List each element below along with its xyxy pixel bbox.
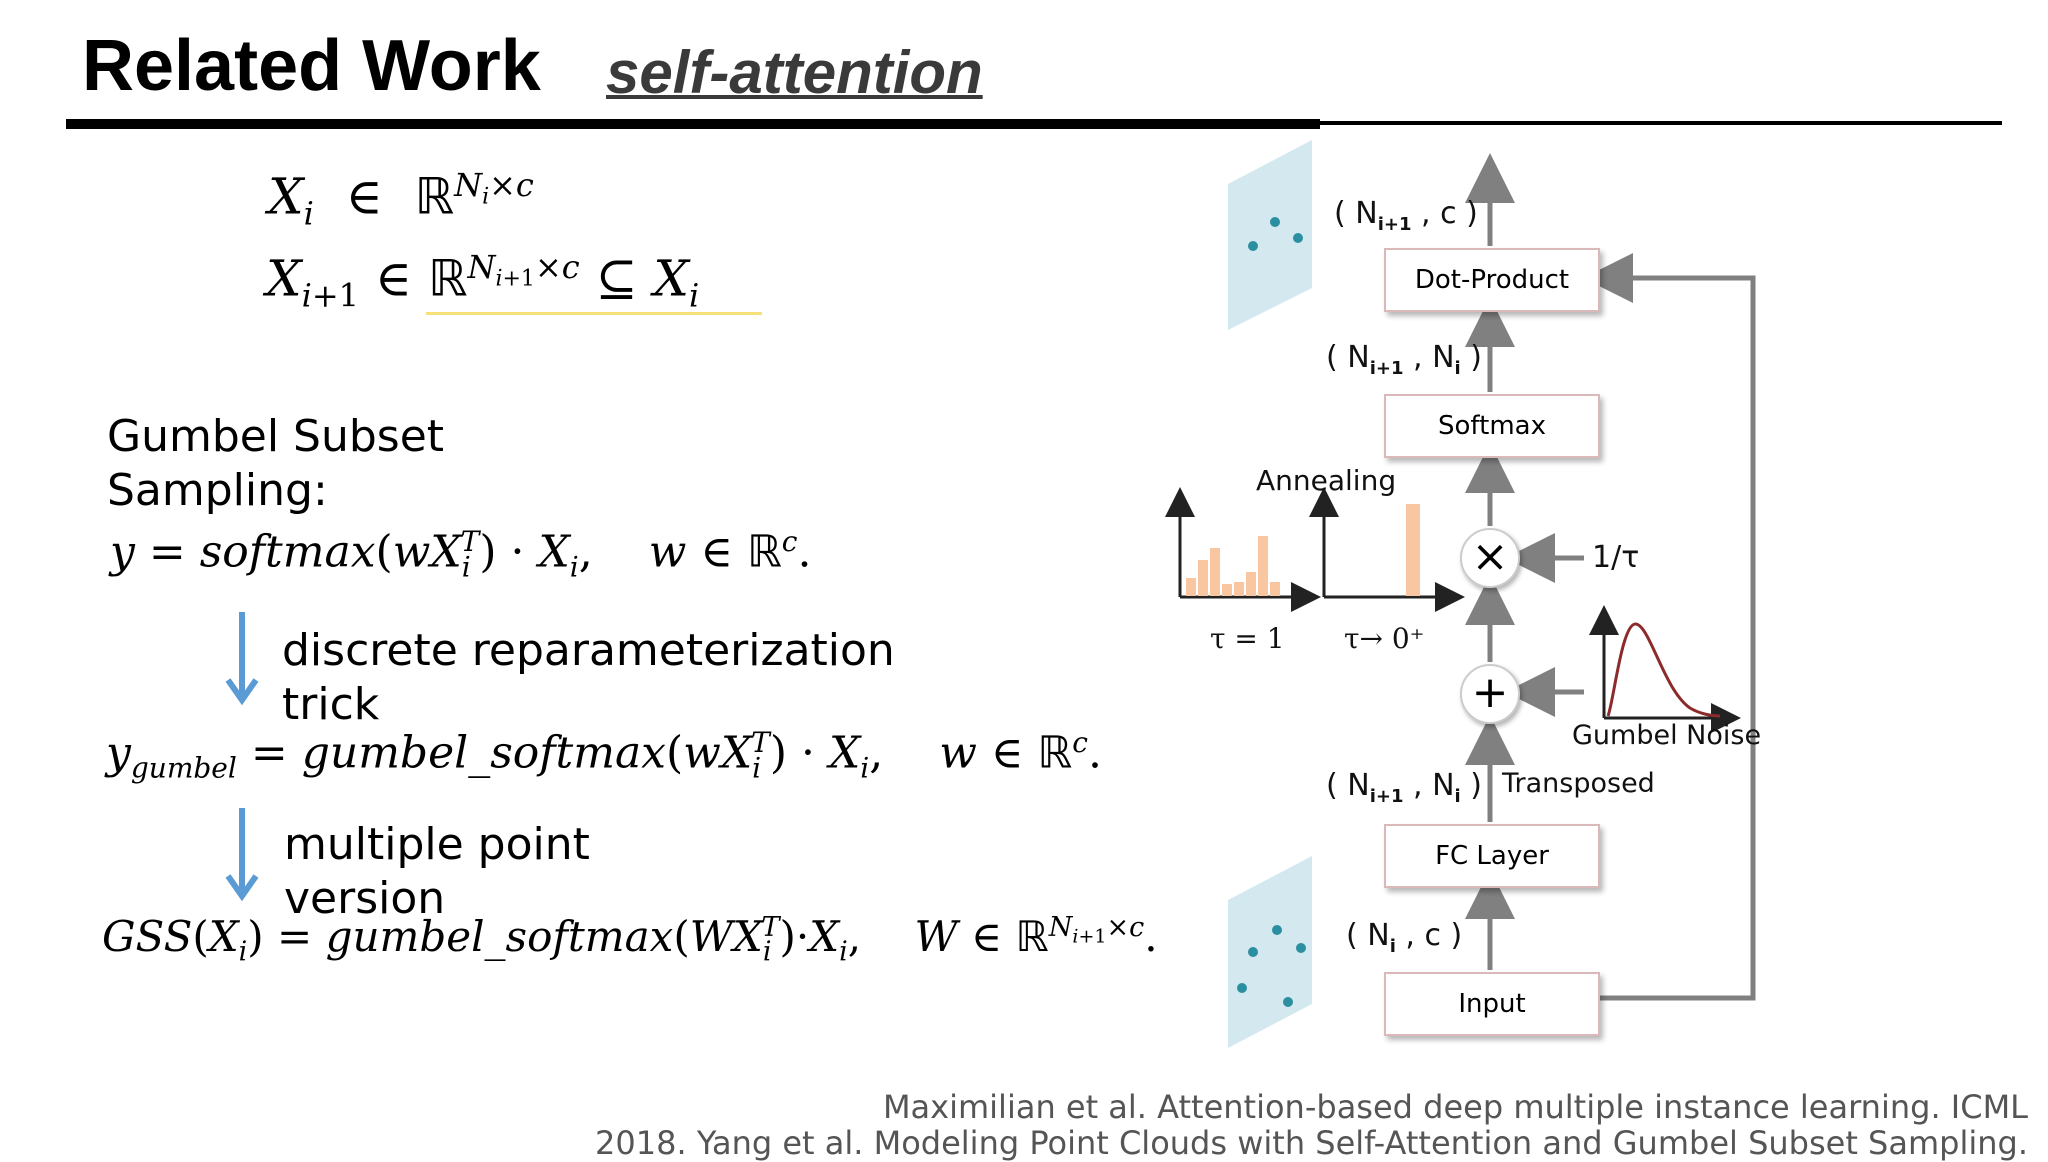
formula-gss: GSS(Xi) = gumbel_softmax(WXiT)·Xi, W ∈ ℝ… — [102, 912, 1158, 968]
histogram-tau-zero — [1309, 487, 1465, 612]
dot-product-box: Dot-Product — [1384, 248, 1600, 312]
output-point-panel — [1228, 140, 1312, 330]
formula-xi: Xi ∈ ℝNi×c — [268, 166, 534, 233]
point-dot — [1248, 241, 1258, 251]
title-rule-thin — [1320, 121, 2002, 125]
title-rule-thick — [66, 119, 1320, 129]
tau-one-label: τ = 1 — [1210, 622, 1285, 655]
shape-label-softmax-output: ( Ni+1 , Ni ) — [1326, 340, 1482, 379]
gss-heading-line1: Gumbel Subset — [107, 411, 445, 462]
point-dot — [1237, 983, 1247, 993]
formula-gumbel-softmax: ygumbel = gumbel_softmax(wXiT) · Xi, w ∈… — [106, 726, 1102, 785]
step2-line1: multiple point — [284, 819, 590, 870]
formula-softmax: y = softmax(wXiT) · Xi, w ∈ ℝc. — [110, 525, 812, 584]
multiply-icon: × — [1460, 528, 1520, 588]
formula-highlight — [426, 312, 762, 315]
point-dot — [1248, 947, 1258, 957]
add-icon: + — [1460, 664, 1520, 724]
point-dot — [1296, 943, 1306, 953]
page-subtitle: self-attention — [606, 39, 983, 106]
annealing-label: Annealing — [1256, 464, 1397, 497]
reference-line2: 2018. Yang et al. Modeling Point Clouds … — [595, 1124, 2028, 1162]
step2-line2: version — [284, 873, 446, 924]
point-dot — [1283, 997, 1293, 1007]
formula-xi1: Xi+1 ∈ ℝNi+1×c ⊆ Xi — [266, 248, 700, 315]
step1-line1: discrete reparameterization — [282, 625, 895, 676]
point-dot — [1272, 925, 1282, 935]
step1-line2: trick — [282, 679, 380, 730]
inv-tau-label: 1/τ — [1592, 540, 1640, 575]
fc-layer-box: FC Layer — [1384, 824, 1600, 888]
arrow-down-icon — [225, 612, 259, 706]
tau-zero-label: τ→ 0⁺ — [1344, 622, 1425, 655]
softmax-box: Softmax — [1384, 394, 1600, 458]
gumbel-noise-label: Gumbel Noise — [1572, 720, 1762, 751]
gumbel-noise-plot — [1589, 605, 1741, 733]
point-dot — [1270, 217, 1280, 227]
transposed-label: Transposed — [1502, 768, 1655, 799]
point-dot — [1293, 233, 1303, 243]
shape-label-input: ( Ni , c ) — [1346, 918, 1463, 957]
skip-connection — [1583, 253, 1756, 1001]
gss-heading-line2: Sampling: — [107, 465, 328, 516]
shape-label-fc-output: ( Ni+1 , Ni ) — [1326, 768, 1482, 807]
reference-line1: Maximilian et al. Attention-based deep m… — [882, 1088, 2028, 1126]
shape-label-dot-output: ( Ni+1 , c ) — [1334, 196, 1478, 235]
arrow-down-icon — [225, 808, 259, 902]
page-title: Related Work — [82, 26, 541, 106]
histogram-tau-one — [1165, 487, 1321, 612]
input-box: Input — [1384, 972, 1600, 1036]
